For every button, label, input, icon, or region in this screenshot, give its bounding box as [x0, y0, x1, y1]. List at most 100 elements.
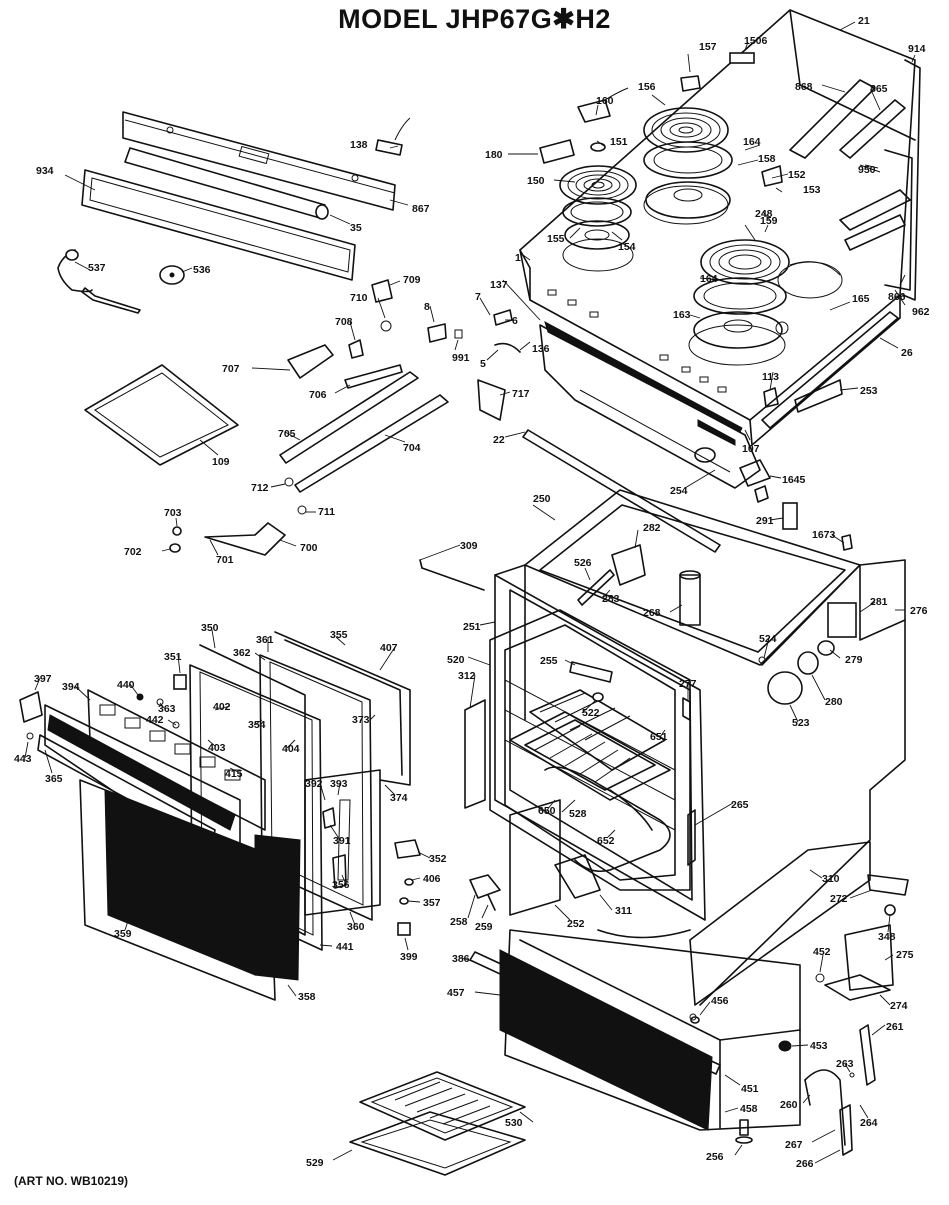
part-label: 1 — [515, 252, 521, 264]
part-label: 708 — [335, 316, 353, 328]
part-label: 453 — [810, 1040, 828, 1052]
part-label: 712 — [251, 482, 269, 494]
part-label: 402 — [213, 701, 231, 713]
surface-unit-front-right — [693, 239, 790, 349]
part-label: 281 — [870, 596, 888, 608]
part-label: 154 — [618, 241, 636, 253]
part-label: 356 — [332, 879, 350, 891]
part-label: 7 — [475, 291, 481, 303]
part-label: 263 — [836, 1058, 854, 1070]
part-label: 374 — [390, 792, 408, 804]
part-label: 251 — [463, 621, 481, 633]
side-parts-right — [739, 459, 853, 551]
part-label: 277 — [679, 678, 697, 690]
part-label: 260 — [780, 1099, 798, 1111]
part-label: 160 — [596, 95, 614, 107]
fluorescent-lamp-35 — [124, 147, 329, 220]
part-label: 348 — [878, 931, 896, 943]
part-label: 355 — [330, 629, 348, 641]
part-label: 717 — [512, 388, 530, 400]
part-label: 362 — [233, 647, 251, 659]
light-bracket-867 — [122, 111, 396, 211]
part-label: 282 — [643, 522, 661, 534]
part-label: 709 — [403, 274, 421, 286]
part-label: 264 — [860, 1117, 878, 1129]
part-label: 256 — [706, 1151, 724, 1163]
part-label: 456 — [711, 995, 729, 1007]
part-label: 962 — [912, 306, 930, 318]
part-label: 529 — [306, 1157, 324, 1169]
part-label: 393 — [330, 778, 348, 790]
part-label: 537 — [88, 262, 106, 274]
part-label: 158 — [758, 153, 776, 165]
part-label: 394 — [62, 681, 80, 693]
leader-lines — [24, 21, 916, 1164]
part-label: 536 — [193, 264, 211, 276]
part-label: 153 — [803, 184, 821, 196]
part-label: 136 — [532, 343, 550, 355]
part-label: 991 — [452, 352, 470, 364]
lower-panels — [469, 799, 871, 1006]
part-label: 274 — [890, 1000, 908, 1012]
part-label: 365 — [45, 773, 63, 785]
part-label: 528 — [569, 808, 587, 820]
part-label: 26 — [901, 347, 913, 359]
part-label: 524 — [759, 633, 777, 645]
part-label: 523 — [792, 717, 810, 729]
part-label: 404 — [282, 743, 300, 755]
part-label: 526 — [574, 557, 592, 569]
part-label: 934 — [36, 165, 54, 177]
part-label: 706 — [309, 389, 327, 401]
latch-parts — [169, 279, 463, 556]
part-label: 452 — [813, 946, 831, 958]
part-label: 415 — [225, 768, 243, 780]
part-number-labels: 21 914 1506 157 868 865 160 156 151 138 … — [14, 15, 930, 1170]
part-label: 700 — [300, 542, 318, 554]
part-label: 107 — [742, 443, 760, 455]
part-label: 258 — [450, 916, 468, 928]
part-label: 151 — [610, 136, 628, 148]
surface-unit-rear-left — [643, 107, 733, 219]
part-label: 442 — [146, 714, 164, 726]
storage-drawer — [469, 929, 801, 1131]
part-label: 268 — [643, 607, 661, 619]
part-label: 650 — [538, 805, 556, 817]
part-label: 155 — [547, 233, 565, 245]
part-label: 113 — [762, 371, 779, 383]
part-label: 152 — [788, 169, 806, 181]
part-label: 701 — [216, 554, 234, 566]
part-label: 248 — [755, 208, 773, 220]
art-number: (ART NO. WB10219) — [14, 1174, 129, 1188]
part-label: 261 — [886, 1021, 904, 1033]
part-label: 358 — [298, 991, 316, 1003]
part-label: 407 — [380, 642, 398, 654]
maintop-cooktop — [519, 9, 921, 446]
drip-pan-109 — [84, 364, 239, 466]
part-label: 441 — [336, 941, 354, 953]
part-label: 254 — [670, 485, 688, 497]
part-label: 159 — [760, 215, 778, 227]
part-label: 250 — [533, 493, 551, 505]
lens-934 — [81, 169, 356, 281]
front-trim-26 — [761, 311, 899, 429]
part-label: 520 — [447, 654, 465, 666]
part-label: 259 — [475, 921, 493, 933]
part-label: 392 — [305, 778, 323, 790]
part-label: 291 — [756, 515, 774, 527]
part-label: 457 — [447, 987, 465, 999]
part-label: 707 — [222, 363, 240, 375]
part-label: 165 — [852, 293, 870, 305]
diagram-title: MODEL JHP67G✱H2 — [338, 4, 611, 34]
part-label: 138 — [350, 139, 368, 151]
part-label: 311 — [615, 905, 632, 917]
part-label: 310 — [822, 873, 840, 885]
part-label: 252 — [567, 918, 585, 930]
part-label: 272 — [830, 893, 848, 905]
part-label: 35 — [350, 222, 362, 234]
part-label: 361 — [256, 634, 274, 646]
part-label: 705 — [278, 428, 296, 440]
part-label: 275 — [896, 949, 914, 961]
oven-body — [419, 489, 906, 1006]
part-label: 157 — [699, 41, 717, 53]
